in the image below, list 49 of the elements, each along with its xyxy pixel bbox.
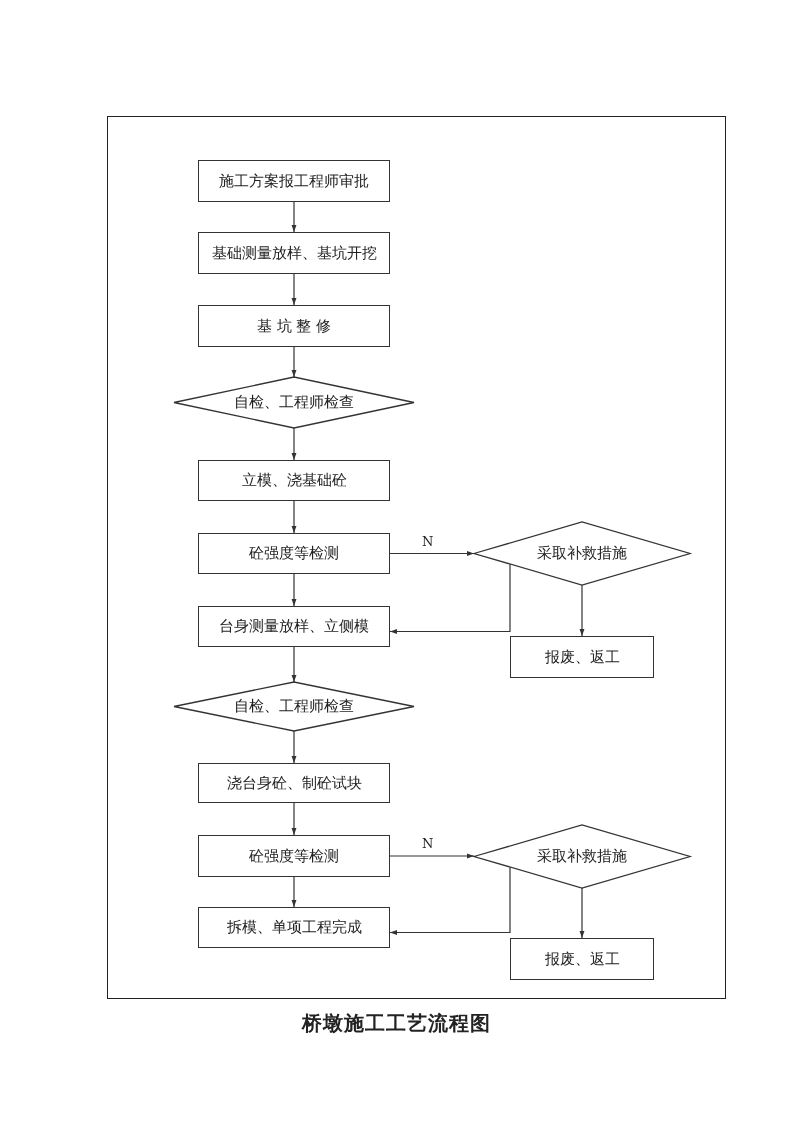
process-box: [198, 606, 390, 647]
process-box: [510, 636, 654, 678]
decision-diamond: [174, 682, 414, 731]
arrow: [291, 876, 297, 908]
process-box: [198, 160, 390, 202]
node-label: 拆模、单项工程完成: [226, 918, 362, 937]
diagram-caption: 桥墩施工工艺流程图: [302, 1011, 491, 1035]
node-label: 基 坑 整 修: [256, 316, 332, 336]
arrow: [389, 853, 475, 859]
node-label: 自检、工程师检查: [234, 393, 354, 412]
arrow: [389, 551, 475, 556]
node-label: 基础测量放样、基坑开挖: [211, 243, 377, 263]
process-box: [198, 533, 390, 574]
process-box: [198, 763, 390, 803]
node-label: 台身测量放样、立侧模: [219, 617, 369, 636]
node-label: 采取补救措施: [537, 847, 627, 866]
arrow: [579, 887, 585, 939]
process-box: [510, 938, 654, 980]
arrow: [291, 346, 297, 378]
arrow: [389, 563, 511, 634]
node-label: 自检、工程师检查: [234, 697, 354, 716]
node-label: 立模、浇基础砼: [241, 471, 347, 490]
arrow: [291, 573, 297, 607]
decision-diamond: [474, 522, 690, 585]
arrow: [291, 730, 297, 764]
edge-label: N: [420, 534, 436, 549]
arrow: [291, 646, 297, 683]
edge-label: N: [420, 837, 436, 851]
process-box: [198, 907, 390, 948]
decision-diamond: [174, 377, 414, 428]
process-box: [198, 305, 390, 347]
process-box: [198, 835, 390, 877]
arrow: [579, 584, 585, 637]
arrow: [291, 201, 297, 233]
arrow: [291, 427, 297, 461]
arrow: [291, 500, 297, 534]
process-box: [198, 460, 390, 501]
node-label: 施工方案报工程师审批: [219, 171, 369, 191]
decision-diamond: [474, 825, 690, 888]
node-label: 砼强度等检测: [249, 544, 339, 563]
node-label: 采取补救措施: [537, 544, 627, 563]
node-label: 报废、返工: [544, 647, 620, 667]
arrow: [389, 866, 511, 935]
node-label: 浇台身砼、制砼试块: [226, 773, 362, 793]
node-label: 砼强度等检测: [249, 846, 339, 866]
node-label: 报废、返工: [544, 949, 620, 969]
process-box: [198, 232, 390, 274]
arrow: [291, 273, 297, 306]
arrow: [291, 802, 297, 836]
